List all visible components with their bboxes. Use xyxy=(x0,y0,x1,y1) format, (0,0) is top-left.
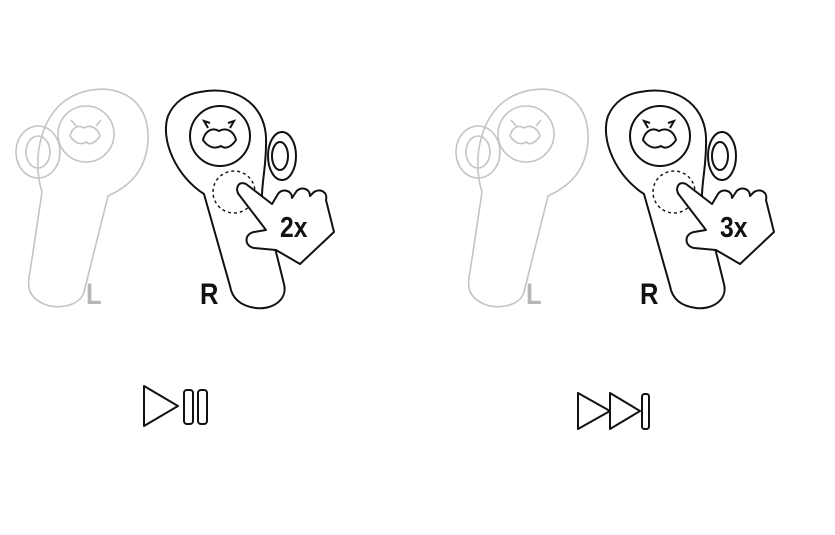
earbuds-illustration xyxy=(15,88,335,310)
next-track-icon xyxy=(577,392,650,430)
right-earbud xyxy=(604,89,737,310)
left-earbud-label: L xyxy=(526,278,542,311)
play-pause-icon xyxy=(143,385,208,427)
right-earbud xyxy=(164,89,297,310)
gesture-panel-triple-tap: L R 3x xyxy=(440,0,835,535)
tap-count-label: 2x xyxy=(280,212,308,244)
earbuds-illustration xyxy=(455,88,775,310)
gesture-panel-double-tap: L R 2x xyxy=(0,0,417,535)
left-earbud xyxy=(455,88,589,308)
left-earbud xyxy=(15,88,149,308)
tapping-hand xyxy=(676,182,775,265)
left-earbud-label: L xyxy=(86,278,102,311)
tapping-hand xyxy=(236,182,335,265)
right-earbud-label: R xyxy=(200,278,219,311)
right-earbud-label: R xyxy=(640,278,659,311)
tap-count-label: 3x xyxy=(720,212,748,244)
